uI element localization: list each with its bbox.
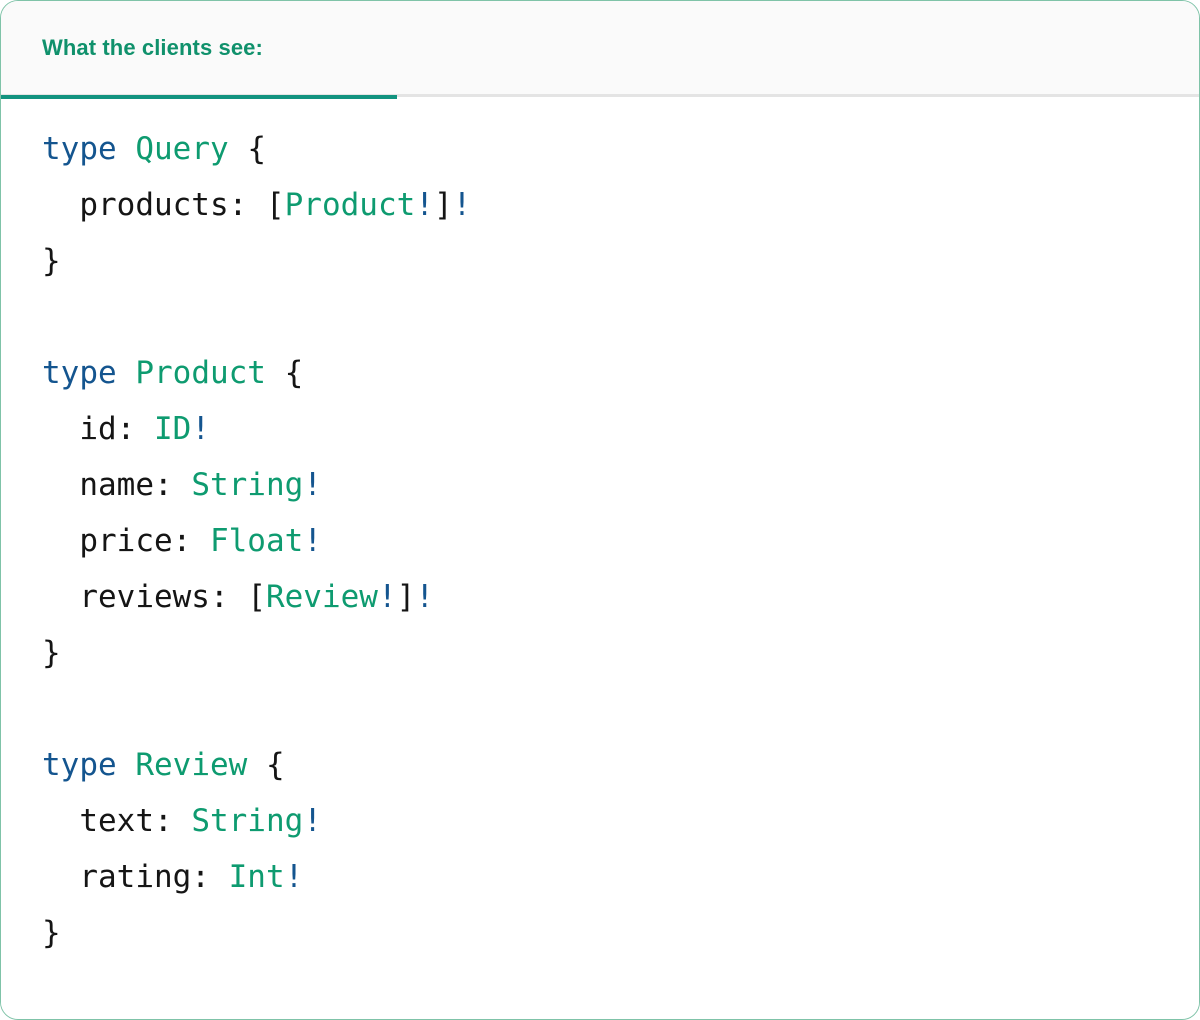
code-line: type Product { — [42, 345, 1199, 401]
code-line: products: [Product!]! — [42, 177, 1199, 233]
code-token-field: name: — [42, 467, 192, 503]
code-line: text: String! — [42, 793, 1199, 849]
code-body: type Query { products: [Product!]!} type… — [1, 97, 1199, 1017]
code-token-type: ID — [153, 411, 192, 447]
code-token-kw: type — [42, 131, 117, 167]
code-token-field: reviews: — [42, 579, 248, 615]
code-line: price: Float! — [42, 513, 1199, 569]
code-token-kw: type — [42, 747, 117, 783]
code-line — [42, 289, 1199, 345]
code-content: type Query { products: [Product!]!} type… — [42, 121, 1199, 961]
code-token-punct: [ — [265, 187, 285, 223]
tab-label: What the clients see: — [42, 34, 263, 60]
code-token-type: Review — [265, 579, 378, 615]
graphql-schema-code: type Query { products: [Product!]!} type… — [1, 121, 1199, 961]
code-line: rating: Int! — [42, 849, 1199, 905]
code-token-bang: ! — [303, 803, 322, 839]
code-line: reviews: [Review!]! — [42, 569, 1199, 625]
code-token-punct: { — [228, 131, 266, 167]
code-token-bang: ! — [415, 579, 434, 615]
code-token-type: Float — [209, 523, 304, 559]
code-token-punct: ] — [433, 187, 453, 223]
code-token-punct: ] — [396, 579, 416, 615]
card-header: What the clients see: — [1, 1, 1199, 99]
code-token-field: id: — [42, 411, 154, 447]
code-token-type: Query — [135, 131, 229, 167]
code-token-type: Int — [228, 859, 285, 895]
code-token-type: Product — [284, 187, 416, 223]
code-token-type: Review — [135, 747, 248, 783]
code-token-punct: { — [247, 747, 285, 783]
code-token-bang: ! — [284, 859, 304, 895]
code-token-kw: type — [42, 355, 117, 391]
code-line: type Query { — [42, 121, 1199, 177]
code-token-punct: } — [42, 243, 61, 279]
code-line: } — [42, 905, 1199, 961]
code-line: } — [42, 233, 1199, 289]
code-token-type: String — [191, 803, 304, 839]
code-token-field: products: — [42, 187, 266, 223]
code-token-field: price: — [42, 523, 210, 559]
code-token-bang: ! — [452, 187, 472, 223]
code-line: } — [42, 625, 1199, 681]
code-token-bang: ! — [191, 411, 210, 447]
code-token-plain — [117, 131, 136, 167]
code-token-type: String — [191, 467, 304, 503]
code-token-punct: [ — [247, 579, 266, 615]
code-token-plain — [117, 355, 136, 391]
tab-what-the-clients-see[interactable]: What the clients see: — [1, 1, 397, 99]
tab-active-underline — [1, 94, 397, 99]
code-token-punct: { — [265, 355, 304, 391]
code-token-bang: ! — [415, 187, 434, 223]
code-token-punct: } — [42, 915, 61, 951]
code-token-field: rating: — [42, 859, 229, 895]
code-token-plain — [117, 747, 136, 783]
code-line — [42, 681, 1199, 737]
code-token-bang: ! — [303, 523, 322, 559]
code-token-punct: } — [42, 635, 61, 671]
code-token-bang: ! — [303, 467, 322, 503]
code-token-field: text: — [42, 803, 192, 839]
code-token-type: Product — [135, 355, 266, 391]
code-line: type Review { — [42, 737, 1199, 793]
code-line: id: ID! — [42, 401, 1199, 457]
code-token-bang: ! — [377, 579, 397, 615]
code-line: name: String! — [42, 457, 1199, 513]
